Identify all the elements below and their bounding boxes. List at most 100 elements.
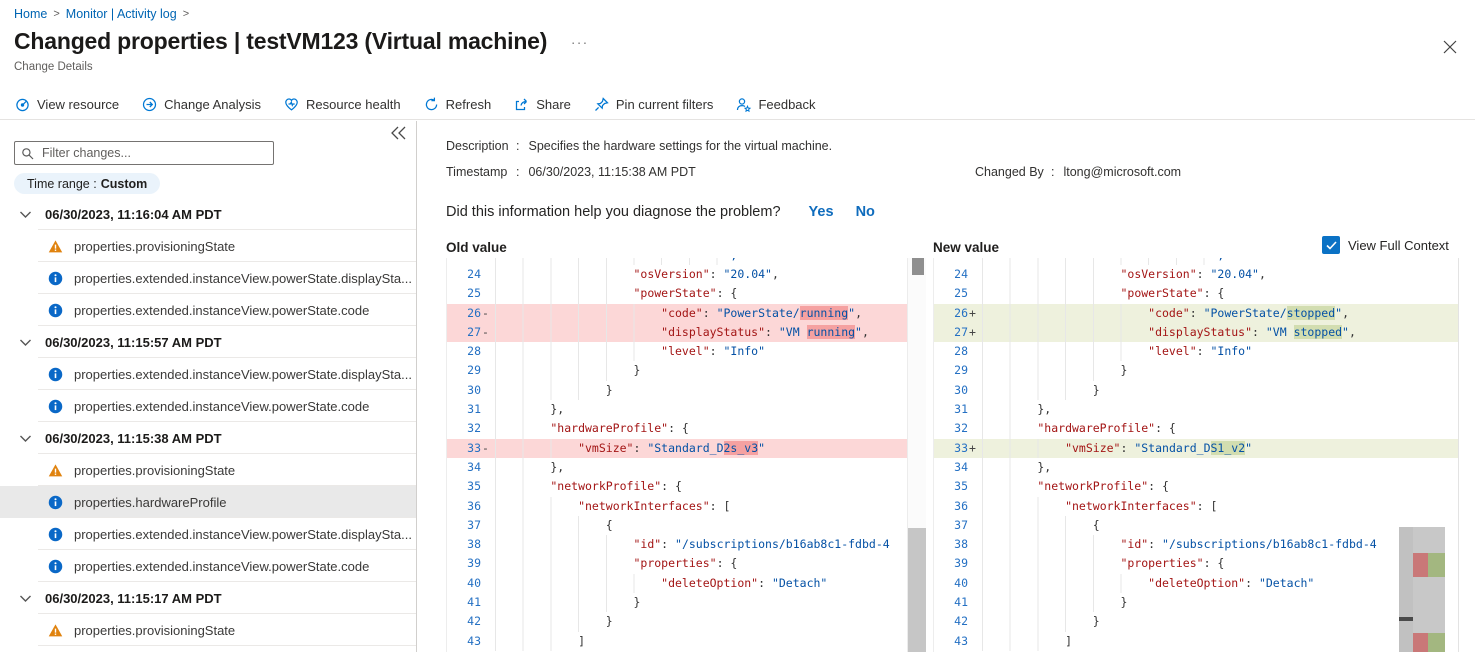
change-item-label: properties.extended.instanceView.powerSt… [74,526,412,542]
change-item[interactable]: properties.extended.instanceView.powerSt… [0,294,416,326]
diff-added-marker [1428,553,1445,577]
code-line: 28"level": "Info" [447,342,908,362]
warning-icon [48,239,63,254]
change-item[interactable]: properties.extended.instanceView.powerSt… [0,390,416,422]
change-group-header[interactable]: 06/30/2023, 11:15:17 AM PDT [0,582,416,614]
filter-changes-input[interactable] [40,145,267,161]
code-line: 43] [447,631,908,651]
code-line: 34}, [934,457,1458,478]
more-options-button[interactable]: ... [571,30,589,47]
toolbar-button-change-analysis[interactable]: Change Analysis [141,96,261,113]
view-full-context-control: View Full Context [1322,236,1449,254]
changed-by-label: Changed By [975,165,1044,179]
change-item[interactable]: properties.extended.instanceView.powerSt… [0,518,416,550]
new-value-header: New value [933,240,1000,255]
code-line: 39"properties": { [447,554,908,574]
toolbar-button-label: Change Analysis [164,97,261,112]
diff-overview-ruler [1413,527,1445,652]
old-value-header: Old value [446,240,507,255]
change-item-label: properties.provisioningState [74,238,236,254]
code-line: 40"deleteOption": "Detach" [447,573,908,594]
view-full-context-checkbox[interactable] [1322,236,1340,254]
changes-sidebar: Time range : Custom 06/30/2023, 11:16:04… [0,121,417,652]
change-group-timestamp: 06/30/2023, 11:15:38 AM PDT [45,430,222,446]
chevron-down-icon[interactable] [19,432,32,445]
code-line: 32"hardwareProfile": { [934,419,1458,439]
toolbar-button-view-resource[interactable]: View resource [14,96,119,113]
code-line: 30} [447,380,908,401]
cursor-position-marker [1399,617,1413,621]
breadcrumb-home-link[interactable]: Home [14,7,48,21]
warning-icon [48,463,63,478]
timestamp-value: 06/30/2023, 11:15:38 AM PDT [528,165,696,179]
code-line: 34}, [447,457,908,478]
toolbar-button-share[interactable]: Share [513,96,571,113]
old-editor-scrollbar[interactable] [907,258,926,652]
new-editor-scrollbar[interactable] [1399,527,1445,652]
chevron-down-icon[interactable] [19,208,32,221]
change-item[interactable]: properties.extended.instanceView.powerSt… [0,550,416,582]
change-group-header[interactable]: 06/30/2023, 11:15:57 AM PDT [0,326,416,358]
code-line: 41} [447,593,908,613]
collapse-sidebar-icon[interactable] [388,124,408,142]
refresh-icon [423,96,440,113]
change-group-header[interactable]: 06/30/2023, 11:16:04 AM PDT [0,198,416,230]
toolbar-button-resource-health[interactable]: Resource health [283,96,401,113]
change-list: 06/30/2023, 11:16:04 AM PDT properties.pr… [0,198,416,646]
time-range-label: Time range : [27,176,97,191]
change-item-label: properties.hardwareProfile [74,494,227,510]
command-bar: View resource Change Analysis Resource hea… [0,90,1475,120]
breadcrumb-activity-log-link[interactable]: Monitor | Activity log [65,7,177,21]
old-editor-scrollbar-thumb[interactable] [908,528,926,652]
diff-removed-marker [1413,553,1428,577]
code-line: 35"networkProfile": { [447,477,908,497]
old-editor-scrollbar-thumb[interactable] [912,258,924,275]
time-range-filter-pill[interactable]: Time range : Custom [14,173,161,194]
clipped-code-line: ", [934,258,1458,265]
new-value-editor[interactable]: ",24"osVersion": "20.04",25"powerState":… [933,258,1459,652]
change-item[interactable]: properties.provisioningState [0,614,416,646]
description-value: Specifies the hardware settings for the … [528,139,833,153]
code-line: ", [447,258,908,265]
changed-by-row: Changed By:ltong@microsoft.com [975,165,1182,179]
changed-by-value: ltong@microsoft.com [1063,165,1182,179]
resource-health-icon [283,96,300,113]
change-item-label: properties.provisioningState [74,462,236,478]
toolbar-button-refresh[interactable]: Refresh [423,96,491,113]
no-button[interactable]: No [855,204,875,220]
chevron-down-icon[interactable] [19,592,32,605]
toolbar-button-pin-current-filters[interactable]: Pin current filters [593,96,713,113]
new-editor-scrollbar-thumb[interactable] [1399,527,1413,652]
view-full-context-label: View Full Context [1348,237,1449,253]
change-item[interactable]: properties.provisioningState [0,230,416,262]
close-icon[interactable] [1441,38,1459,56]
code-line: 26+"code": "PowerState/stopped", [934,303,1458,323]
code-line: 42} [447,612,908,632]
code-line: 36"networkInterfaces": [ [447,496,908,516]
code-line: 32"hardwareProfile": { [447,419,908,439]
page-subtitle: Change Details [14,61,93,73]
info-icon [48,495,63,510]
change-item-selected[interactable]: properties.hardwareProfile [0,486,416,518]
toolbar-button-label: View resource [37,97,120,112]
change-item[interactable]: properties.extended.instanceView.powerSt… [0,262,416,294]
share-icon [513,96,530,113]
info-icon [48,399,63,414]
warning-icon [48,623,63,638]
change-group-header[interactable]: 06/30/2023, 11:15:38 AM PDT [0,422,416,454]
toolbar-button-feedback[interactable]: Feedback [735,96,816,113]
question-text: Did this information help you diagnose t… [446,204,781,220]
code-line: 26-"code": "PowerState/running", [447,303,908,323]
search-icon [21,147,34,160]
change-item[interactable]: properties.provisioningState [0,454,416,486]
code-line: 25"powerState": { [447,284,908,304]
change-group-timestamp: 06/30/2023, 11:15:57 AM PDT [45,334,222,350]
code-line: 38"id": "/subscriptions/b16ab8c1-fdbd-4 [934,535,1458,555]
code-line: 25"powerState": { [934,284,1458,304]
change-item[interactable]: properties.extended.instanceView.powerSt… [0,358,416,390]
yes-button[interactable]: Yes [808,204,834,220]
chevron-down-icon[interactable] [19,336,32,349]
old-value-editor[interactable]: ",24"osVersion": "20.04",25"powerState":… [446,258,926,652]
diff-removed-marker [1413,633,1428,652]
